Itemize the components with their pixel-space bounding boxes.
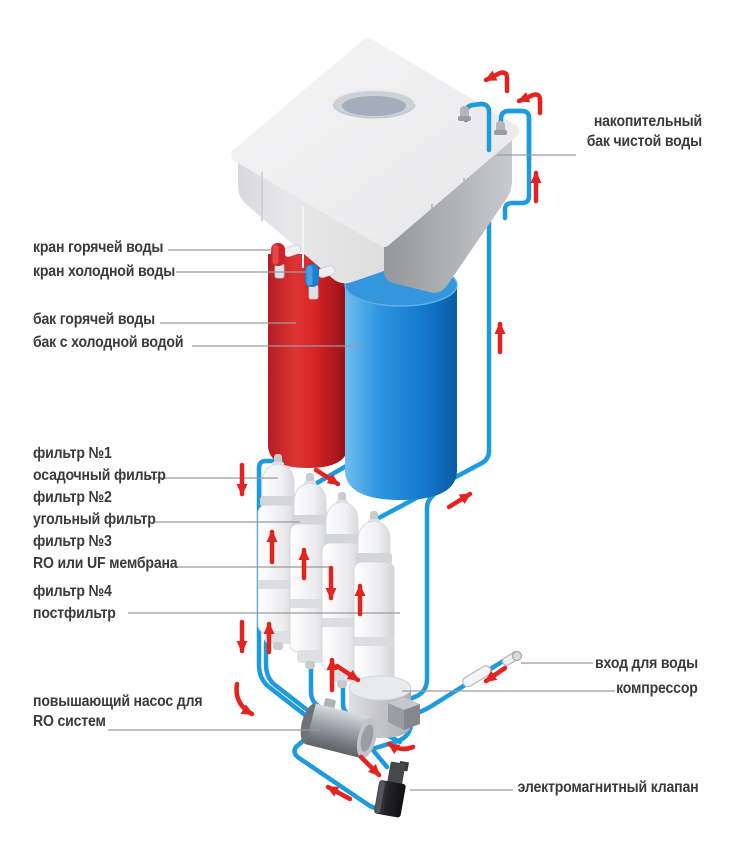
pipe-pump-to-valve bbox=[369, 746, 390, 770]
label-filter4-name: постфильтр bbox=[33, 605, 116, 622]
label-filter3-title: фильтр №3 bbox=[33, 533, 112, 550]
label-cold-tank: бак с холодной водой bbox=[33, 334, 184, 351]
hot-water-tap bbox=[271, 243, 302, 279]
cold-water-tank bbox=[344, 263, 458, 500]
rim-fittings bbox=[458, 106, 507, 135]
flow-arrow bbox=[234, 681, 255, 717]
flow-arrow bbox=[313, 467, 341, 487]
flow-arrows bbox=[234, 70, 543, 802]
solenoid-valve bbox=[374, 760, 409, 818]
flow-arrow bbox=[446, 491, 473, 510]
cold-water-tap bbox=[305, 264, 336, 300]
flow-arrow bbox=[358, 754, 382, 778]
label-filter4-title: фильтр №4 bbox=[33, 583, 112, 600]
label-compressor: компрессор bbox=[616, 680, 698, 697]
label-hot-tank: бак горячей воды bbox=[33, 311, 156, 328]
label-filter1-title: фильтр №1 bbox=[33, 445, 112, 462]
storage-tank bbox=[231, 38, 519, 293]
label-filter2-name: угольный фильтр bbox=[33, 511, 156, 528]
label-hot-tap: кран горячей воды bbox=[33, 239, 164, 256]
leader-lines bbox=[108, 154, 615, 791]
label-cold-tap: кран холодной воды bbox=[33, 263, 176, 280]
hot-water-tank bbox=[268, 254, 348, 468]
flow-arrow bbox=[386, 741, 416, 755]
label-storage-tank: накопительный бак чистой воды bbox=[586, 113, 702, 150]
pipe-tank-drain bbox=[397, 487, 443, 706]
label-solenoid-valve: электромагнитный клапан bbox=[517, 779, 698, 796]
tank-top-opening bbox=[332, 89, 416, 119]
label-water-inlet: вход для воды bbox=[595, 655, 698, 672]
label-booster-pump: повышающий насос для RO систем bbox=[33, 693, 203, 730]
flow-arrow bbox=[483, 665, 508, 684]
booster-pump bbox=[300, 698, 378, 759]
label-filter3-name: RO или UF мембрана bbox=[33, 555, 178, 572]
flow-arrow bbox=[483, 70, 510, 94]
flow-arrow bbox=[516, 92, 543, 116]
water-inlet-fitting bbox=[462, 650, 523, 688]
label-filter2-title: фильтр №2 bbox=[33, 489, 112, 506]
flow-arrow bbox=[325, 784, 353, 802]
label-filter1-name: осадочный фильтр bbox=[33, 467, 166, 484]
flow-arrow bbox=[334, 663, 361, 683]
